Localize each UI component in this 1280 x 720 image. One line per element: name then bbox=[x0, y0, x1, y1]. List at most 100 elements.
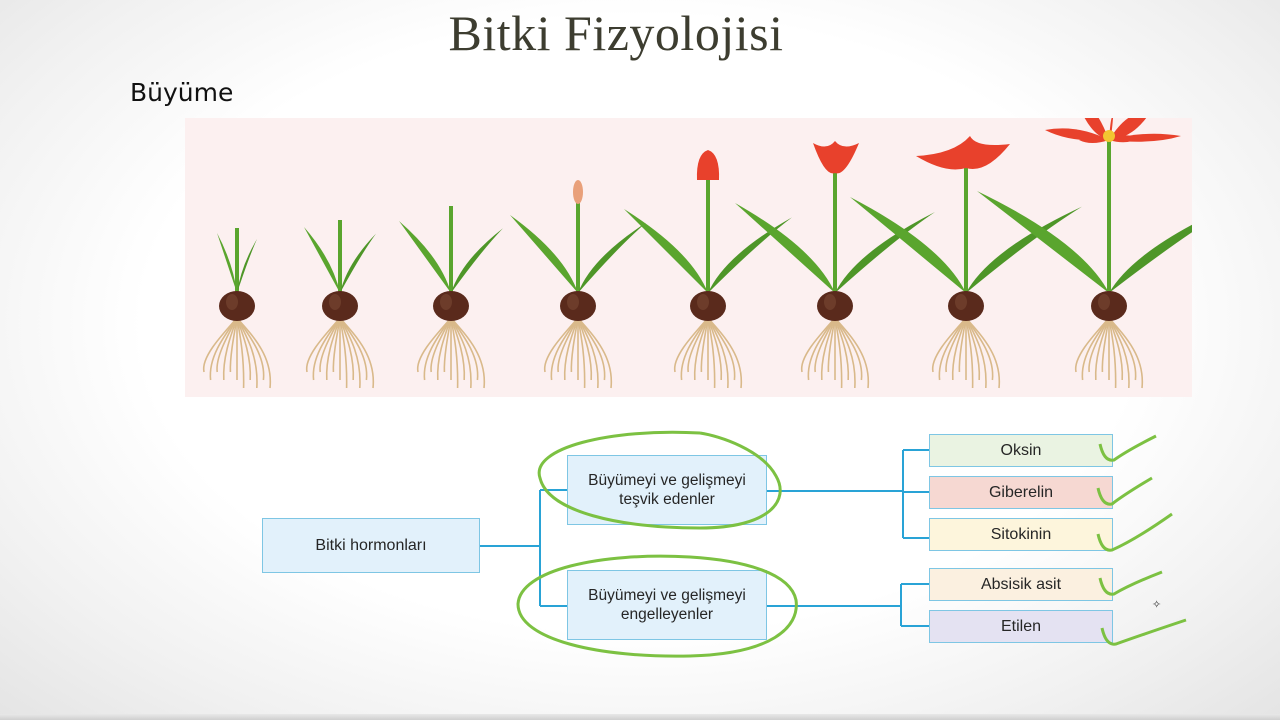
hormone-box-giberelin: Giberelin bbox=[929, 476, 1113, 509]
root-strand bbox=[1108, 317, 1144, 389]
root-strand bbox=[577, 317, 593, 381]
bulb-highlight bbox=[1098, 294, 1110, 310]
hormone-box-sitokinin: Sitokinin bbox=[929, 518, 1113, 551]
root-strand bbox=[707, 317, 716, 389]
root-strand bbox=[800, 317, 836, 373]
root-strand bbox=[938, 317, 967, 381]
group-label-inhibitors: Büyümeyi ve gelişmeyi engelleyenler bbox=[588, 587, 746, 623]
bulb-highlight bbox=[955, 294, 967, 310]
leaf bbox=[977, 191, 1109, 293]
root-strand bbox=[1108, 317, 1124, 381]
tulip-stage-6 bbox=[735, 141, 935, 389]
bulb-highlight bbox=[440, 294, 452, 310]
flower-center bbox=[1103, 130, 1115, 142]
root-strand bbox=[557, 317, 579, 373]
hormone-label: Etilen bbox=[1000, 618, 1042, 635]
root-strand bbox=[834, 317, 843, 389]
root-strand bbox=[707, 317, 743, 389]
root-strand bbox=[693, 317, 709, 381]
tulip-growth-image bbox=[185, 118, 1192, 397]
root-strand bbox=[209, 317, 238, 381]
tulip-stage-2 bbox=[304, 220, 376, 389]
bulb-highlight bbox=[824, 294, 836, 310]
root-strand bbox=[834, 317, 870, 389]
root-strand bbox=[1081, 317, 1110, 381]
root-strand bbox=[570, 317, 579, 373]
leaf bbox=[735, 203, 835, 293]
hormone-label: Oksin bbox=[1000, 442, 1042, 459]
root-strand bbox=[332, 317, 341, 373]
pointer-cursor-icon: ✧ bbox=[1152, 599, 1162, 611]
root-strand bbox=[1074, 317, 1110, 373]
hormone-label: Sitokinin bbox=[990, 526, 1052, 543]
leaf bbox=[340, 233, 376, 293]
leaf bbox=[1109, 224, 1192, 293]
root-strand bbox=[236, 317, 245, 389]
group-box-promoters: Büyümeyi ve gelişmeyi teşvik edenler bbox=[567, 455, 767, 525]
root-strand bbox=[965, 317, 1001, 389]
hormone-label: Absisik asit bbox=[980, 576, 1062, 593]
root-strand bbox=[312, 317, 341, 381]
root-strand bbox=[443, 317, 452, 373]
root-strand bbox=[958, 317, 967, 373]
root-strand bbox=[563, 317, 579, 381]
root-strand bbox=[436, 317, 452, 381]
root-strand bbox=[450, 317, 459, 389]
root-strand bbox=[945, 317, 967, 373]
hormone-label: Giberelin bbox=[988, 484, 1054, 501]
root-strand bbox=[416, 317, 452, 373]
slide-bottom-edge bbox=[0, 714, 1280, 720]
leaf bbox=[624, 209, 708, 293]
root-strand bbox=[339, 317, 348, 389]
leaf bbox=[237, 239, 257, 293]
leaf bbox=[451, 228, 503, 293]
leaf bbox=[708, 217, 792, 293]
tulip-stage-1 bbox=[202, 228, 272, 389]
leaf bbox=[304, 227, 340, 293]
leaf bbox=[399, 221, 451, 293]
tulip-growth-illustration bbox=[202, 118, 1192, 389]
leaf bbox=[510, 215, 578, 293]
tulip-stage-3 bbox=[399, 206, 503, 389]
root-strand bbox=[236, 317, 272, 389]
root-strand bbox=[550, 317, 579, 381]
root-strand bbox=[673, 317, 709, 373]
root-strand bbox=[236, 317, 252, 381]
root-strand bbox=[807, 317, 836, 381]
root-strand bbox=[450, 317, 466, 381]
root-strand bbox=[202, 317, 238, 373]
root-strand bbox=[1094, 317, 1110, 381]
root-strand bbox=[543, 317, 579, 373]
root-strand bbox=[229, 317, 238, 373]
root-strand bbox=[834, 317, 850, 381]
petal bbox=[1109, 135, 1139, 143]
bulb-highlight bbox=[567, 294, 579, 310]
flower-bud bbox=[573, 180, 583, 204]
group-label-promoters: Büyümeyi ve gelişmeyi teşvik edenler bbox=[588, 472, 746, 508]
root-strand bbox=[325, 317, 341, 381]
root-strand bbox=[814, 317, 836, 373]
root-strand bbox=[707, 317, 723, 381]
tulip-stage-8 bbox=[977, 118, 1192, 389]
flower-closed bbox=[696, 150, 720, 180]
root-strand bbox=[216, 317, 238, 373]
root-strand bbox=[680, 317, 709, 381]
root-box-label: Bitki hormonları bbox=[315, 537, 427, 554]
root-strand bbox=[305, 317, 341, 373]
root-strand bbox=[820, 317, 836, 381]
root-box-plant-hormones: Bitki hormonları bbox=[262, 518, 480, 573]
petal bbox=[1079, 137, 1109, 143]
root-strand bbox=[951, 317, 967, 381]
petal bbox=[1084, 118, 1109, 140]
hormone-box-absisik-asit: Absisik asit bbox=[929, 568, 1113, 601]
root-strand bbox=[931, 317, 967, 373]
leaf bbox=[850, 197, 966, 293]
bulb-highlight bbox=[226, 294, 238, 310]
root-strand bbox=[222, 317, 238, 381]
root-strand bbox=[700, 317, 709, 373]
root-strand bbox=[339, 317, 355, 381]
root-strand bbox=[1088, 317, 1110, 373]
bulb-highlight bbox=[697, 294, 709, 310]
tulip-stage-7 bbox=[850, 136, 1082, 389]
root-strand bbox=[577, 317, 613, 389]
